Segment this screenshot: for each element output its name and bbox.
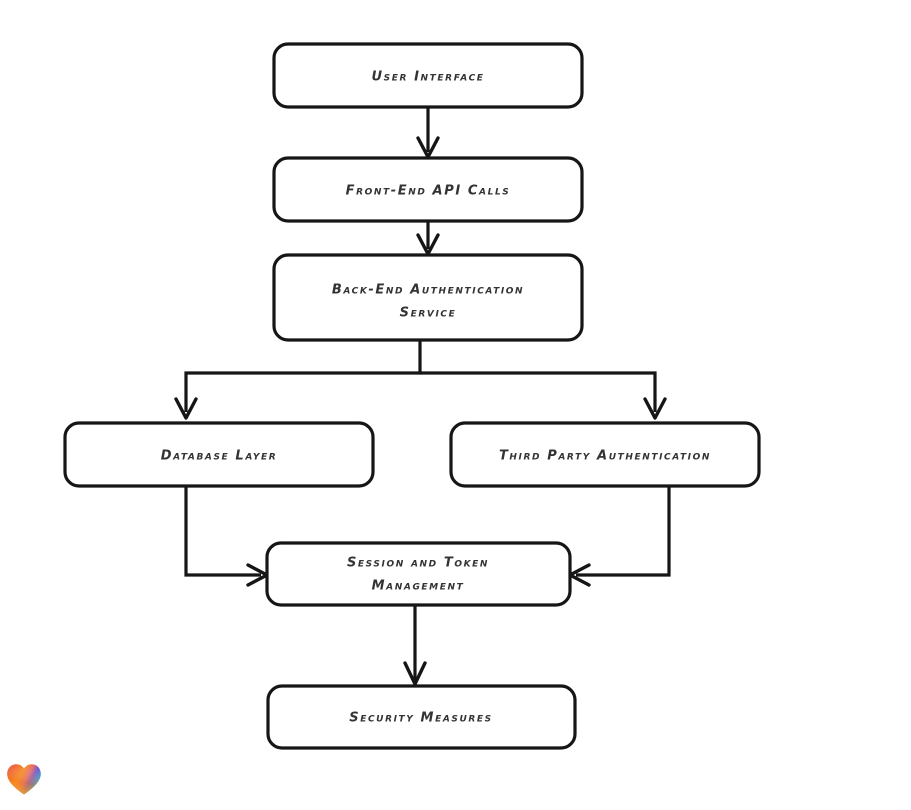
node-back-end-authentication-service-label-line-2: Service	[400, 306, 457, 321]
edge-back-end-to-third-party-authentication	[420, 371, 667, 420]
edge-database-layer-to-session-and-token-management	[184, 486, 269, 587]
node-user-interface-label: User Interface	[371, 70, 484, 85]
node-session-and-token-management-label-line-2: Management	[372, 579, 465, 594]
node-third-party-authentication-label: Third Party Authentication	[499, 449, 711, 464]
node-back-end-authentication-service[interactable]: Back-End Authentication Service	[272, 253, 584, 342]
node-session-and-token-management-shape	[265, 541, 572, 607]
node-database-layer-shape	[63, 421, 375, 488]
node-database-layer[interactable]: Database Layer	[63, 421, 375, 488]
node-session-and-token-management[interactable]: Session and Token Management	[265, 541, 572, 607]
node-user-interface-shape	[272, 42, 584, 109]
node-front-end-api-calls[interactable]: Front-End API Calls	[272, 156, 584, 223]
edge-back-end-to-database-layer	[174, 340, 422, 420]
node-front-end-api-calls-shape	[272, 156, 584, 223]
node-third-party-authentication-shape	[449, 421, 761, 488]
node-security-measures-shape	[266, 684, 577, 750]
edge-user-interface-to-front-end-api-calls	[416, 107, 440, 159]
node-security-measures-label: Security Measures	[349, 711, 493, 726]
edge-front-end-api-calls-to-back-end-authentication-service	[416, 221, 440, 256]
heart-icon	[7, 764, 41, 795]
node-front-end-api-calls-label: Front-End API Calls	[346, 184, 511, 199]
edge-session-and-token-management-to-security-measures	[403, 605, 427, 686]
node-database-layer-label: Database Layer	[161, 449, 278, 464]
node-back-end-authentication-service-shape	[272, 253, 584, 342]
node-third-party-authentication[interactable]: Third Party Authentication	[449, 421, 761, 488]
node-back-end-authentication-service-label-line-1: Back-End Authentication	[332, 283, 524, 298]
node-user-interface[interactable]: User Interface	[272, 42, 584, 109]
node-session-and-token-management-label-line-1: Session and Token	[347, 556, 489, 571]
edge-third-party-authentication-to-session-and-token-management	[568, 486, 671, 587]
node-security-measures[interactable]: Security Measures	[266, 684, 577, 750]
